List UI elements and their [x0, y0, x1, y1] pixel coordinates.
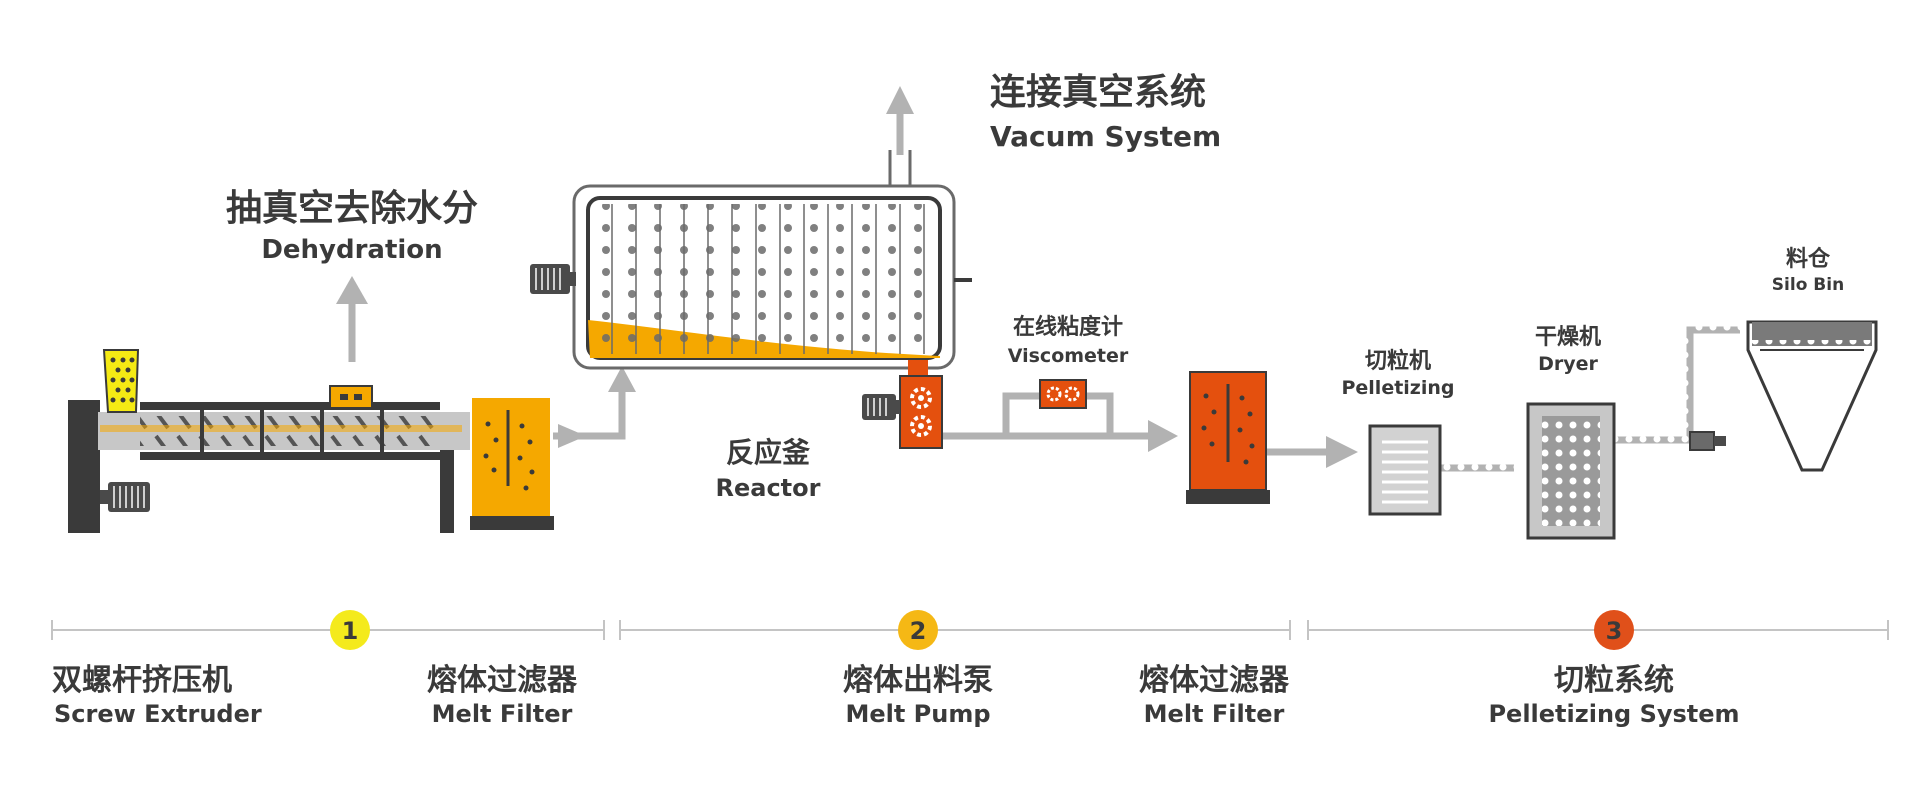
- silo-label-zh: 料仓: [1786, 246, 1831, 272]
- reactor-label-zh: 反应釜: [726, 436, 811, 469]
- pellet-flow: [1428, 325, 1740, 475]
- arrow-right-icon: [1326, 436, 1358, 468]
- gear-icon: [910, 387, 932, 437]
- melt-filter-1: [470, 398, 554, 530]
- motor-icon: [100, 482, 150, 512]
- stage-screw-extruder-zh: 双螺杆挤压机: [52, 663, 232, 698]
- stage-pelletizing-system-zh: 切粒系统: [1554, 663, 1674, 698]
- arrow-up-icon: [336, 276, 368, 304]
- arrow-heads: [336, 86, 1358, 468]
- step-badge-2: 2: [898, 610, 938, 650]
- step-number-1: 1: [342, 617, 359, 645]
- step-badge-3: 3: [1594, 610, 1634, 650]
- silo-bin: [1689, 320, 1878, 472]
- dryer: [1526, 402, 1616, 540]
- timeline-segment-2: [619, 620, 1291, 640]
- feed-hopper: [102, 349, 140, 413]
- motor-icon: [1689, 431, 1726, 451]
- dehydration-label-en: Dehydration: [261, 235, 442, 265]
- arrow-up-icon: [608, 366, 636, 392]
- arrow-right-icon: [1148, 420, 1178, 452]
- screw-extruder: [68, 349, 470, 533]
- barrel-segments: [200, 402, 384, 460]
- arrow-right-icon: [558, 424, 586, 448]
- stage-pelletizing-system-en: Pelletizing System: [1488, 700, 1739, 728]
- stage-melt-filter-1-zh: 熔体过滤器: [427, 663, 578, 698]
- stage-melt-filter-1-en: Melt Filter: [432, 700, 573, 728]
- equipment-labels: 连接真空系统 Vacum System 抽真空去除水分 Dehydration …: [226, 72, 1844, 502]
- step-number-3: 3: [1606, 617, 1623, 645]
- reactor: [530, 150, 972, 376]
- step-number-2: 2: [910, 617, 927, 645]
- gear-icon: [1046, 386, 1080, 402]
- vacuum-label-en: Vacum System: [990, 120, 1221, 153]
- stage-melt-pump-en: Melt Pump: [845, 700, 990, 728]
- viscometer-label-en: Viscometer: [1008, 345, 1129, 367]
- dryer-label-zh: 干燥机: [1535, 325, 1601, 350]
- melt-pump: [862, 375, 943, 449]
- dryer-label-en: Dryer: [1538, 353, 1598, 375]
- process-timeline: 1 2 3: [51, 610, 1889, 650]
- dehydration-label-zh: 抽真空去除水分: [226, 188, 478, 229]
- stage-labels: 双螺杆挤压机 Screw Extruder 熔体过滤器 Melt Filter …: [52, 663, 1740, 728]
- pelletizer: [1368, 424, 1442, 516]
- vacuum-label-zh: 连接真空系统: [990, 72, 1206, 113]
- extruder-shaft: [100, 425, 462, 432]
- melt-filter-2: [1186, 371, 1270, 504]
- stage-melt-filter-2-en: Melt Filter: [1144, 700, 1285, 728]
- pipe-dryer-to-silo: [1608, 326, 1740, 444]
- extruder-frame-left: [68, 400, 100, 533]
- dots-icon: [483, 421, 535, 491]
- arrow-up-icon: [886, 86, 914, 114]
- step-badge-1: 1: [330, 610, 370, 650]
- viscometer: [1039, 379, 1087, 409]
- extruder-leg-right: [440, 440, 454, 533]
- pelletizing-label-zh: 切粒机: [1365, 348, 1431, 374]
- dots-icon: [1201, 393, 1255, 465]
- timeline-segment-1: [51, 620, 605, 640]
- silo-label-en: Silo Bin: [1772, 275, 1844, 295]
- vent-port: [329, 385, 373, 409]
- viscometer-label-zh: 在线粘度计: [1013, 314, 1123, 340]
- stage-melt-pump-zh: 熔体出料泵: [843, 663, 993, 698]
- stage-melt-filter-2-zh: 熔体过滤器: [1139, 663, 1290, 698]
- motor-icon: [862, 394, 900, 420]
- reactor-label-en: Reactor: [716, 474, 821, 502]
- motor-icon: [530, 264, 576, 294]
- pelletizing-label-en: Pelletizing: [1341, 377, 1454, 399]
- stage-screw-extruder-en: Screw Extruder: [54, 700, 262, 728]
- reactor-discs: [611, 204, 925, 354]
